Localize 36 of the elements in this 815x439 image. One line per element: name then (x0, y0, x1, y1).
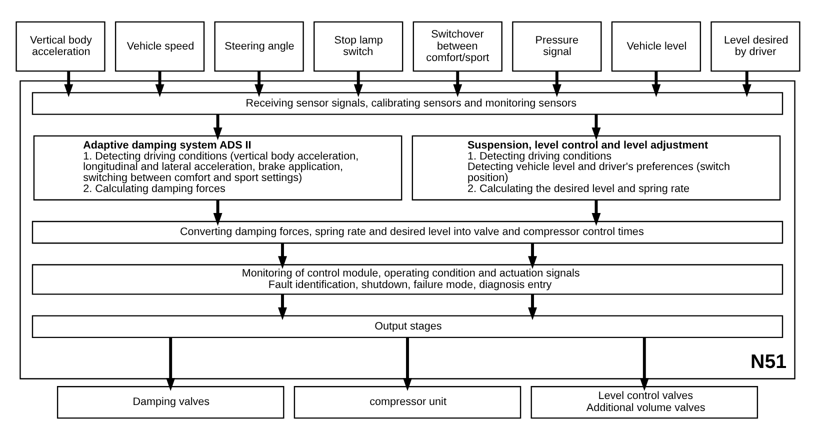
node-box: Level desired by driver (710, 20, 800, 72)
arrow (254, 70, 264, 97)
arrow (213, 114, 222, 140)
arrow (278, 242, 287, 268)
node-box: Converting damping forces, spring rate and desired level into valve and compressor control times (32, 220, 784, 244)
node-box: Level control valves Additional volume valves (530, 386, 758, 418)
node-box: Pressure signal (512, 20, 602, 72)
node-box: Steering angle (214, 20, 304, 72)
arrow (64, 70, 74, 97)
node-box: Monitoring of control module, operating condition and actuation signals Fault identification, shutdown, failure mode, diagnosis entry (32, 264, 784, 294)
arrow (652, 70, 661, 97)
node-box: Vehicle speed (114, 20, 205, 72)
node-box: Vehicle level (611, 20, 702, 72)
arrow (528, 242, 537, 268)
arrow (552, 70, 562, 97)
node-box: Stop lamp switch (314, 20, 404, 72)
node-box: Output stages (32, 314, 784, 338)
arrow (640, 337, 649, 390)
node-box: compressor unit (294, 386, 522, 418)
node-box: Vertical body acceleration (16, 20, 106, 72)
arrow (403, 337, 412, 390)
arrow (354, 70, 363, 97)
node-box: Switchover between comfort/sport (412, 20, 502, 72)
arrow (166, 337, 176, 390)
node-box: Suspension, level control and level adjustment 1. Detecting driving conditions Detecting vehicle level and driver's preferences (switch position) 2. Calculating the desired level and spring rate (412, 134, 781, 200)
arrow (453, 70, 462, 97)
arrow (155, 70, 164, 97)
arrow (278, 294, 287, 320)
node-box: Adaptive damping system ADS II 1. Detecting driving conditions (vertical body acceleration, longitudinal and lateral acceleration, brake application, switching between comfort and sport settings) 2. Calculating damping forces (33, 134, 402, 200)
arrow (592, 200, 601, 226)
arrow (528, 294, 537, 320)
node-box: Damping valves (56, 386, 284, 418)
arrow (592, 114, 601, 140)
node-box: Receiving sensor signals, calibrating sensors and monitoring sensors (32, 92, 784, 114)
arrow (742, 70, 752, 97)
arrow (213, 200, 222, 226)
